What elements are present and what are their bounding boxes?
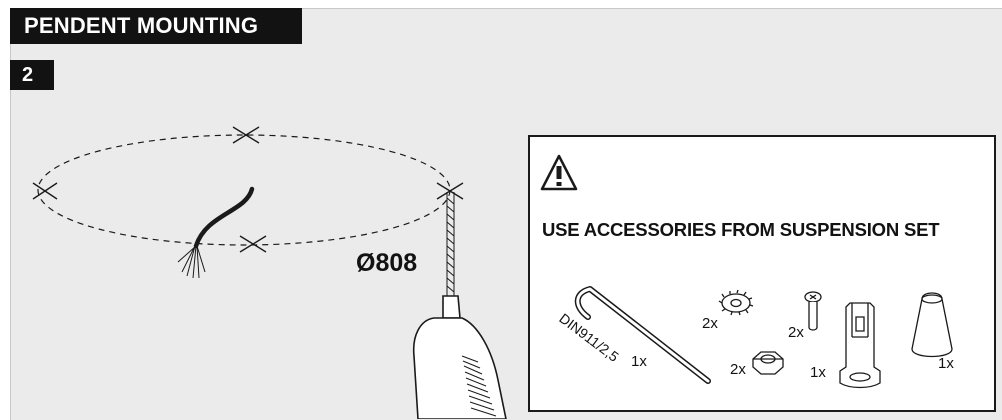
drill-body xyxy=(412,295,507,419)
mark-top-x xyxy=(232,126,260,144)
power-cable xyxy=(193,186,255,249)
mark-left-x xyxy=(32,182,58,200)
cone-cover-qty: 1x xyxy=(938,355,954,372)
mark-bottom-x xyxy=(239,235,267,253)
accessories-illustration xyxy=(540,154,953,389)
diameter-label: Ø808 xyxy=(356,249,418,277)
lock-washer-qty: 2x xyxy=(702,315,718,332)
accessories-box: USE ACCESSORIES FROM SUSPENSION SET 1x 2… xyxy=(528,135,996,412)
lock-washer-icon xyxy=(718,289,754,316)
hex-nut-qty: 2x xyxy=(730,361,746,378)
step-number: 2 xyxy=(10,60,54,90)
cable-holder-icon xyxy=(839,302,881,389)
drill-grip xyxy=(461,355,497,417)
cable-wires xyxy=(177,245,206,279)
cable-holder-qty: 1x xyxy=(810,364,826,381)
hex-key-qty: 1x xyxy=(631,353,647,370)
mark-right-x xyxy=(436,182,464,200)
mounting-circle xyxy=(37,134,451,246)
warning-exclamation-dot xyxy=(556,182,562,186)
drill-bit xyxy=(446,192,455,296)
hex-nut-icon xyxy=(752,351,784,375)
section-title: PENDENT MOUNTING xyxy=(10,8,302,44)
warning-text: USE ACCESSORIES FROM SUSPENSION SET xyxy=(542,219,940,240)
cone-cover-icon xyxy=(911,292,953,358)
screw-qty: 2x xyxy=(788,324,804,341)
screw-icon xyxy=(804,291,822,331)
warning-exclamation-bar xyxy=(556,166,562,179)
